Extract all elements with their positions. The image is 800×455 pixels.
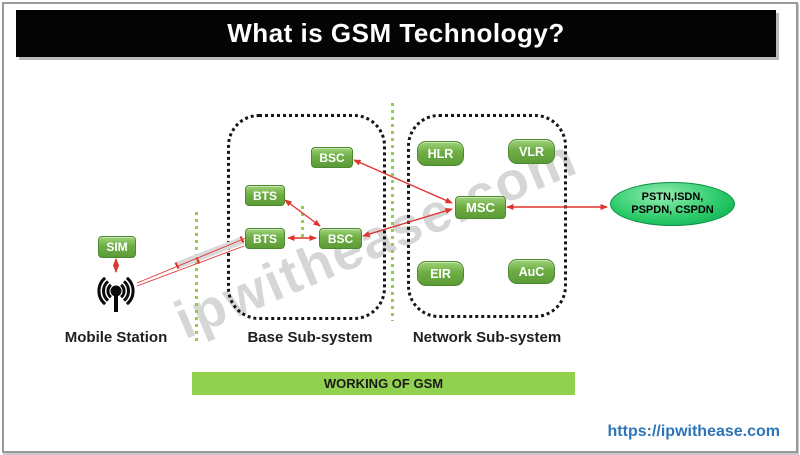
node-msc: MSC [455, 196, 506, 219]
separator-base-network [391, 103, 394, 321]
separator-mobile-base [195, 212, 198, 345]
node-bsc-top: BSC [311, 147, 353, 168]
external-network-line1: PSTN,ISDN, [641, 191, 704, 203]
site-url-link[interactable]: https://ipwithease.com [607, 423, 780, 440]
node-bts-lower: BTS [245, 228, 285, 249]
page-title: What is GSM Technology? [227, 18, 565, 48]
radio-beam-tick-1 [174, 262, 180, 269]
node-vlr: VLR [508, 139, 555, 164]
node-bsc-lower: BSC [319, 228, 362, 249]
external-network-line2: PSPDN, CSPDN [631, 204, 714, 216]
title-bar: What is GSM Technology? [16, 10, 776, 57]
node-auc: AuC [508, 259, 555, 284]
caption-mobile-station: Mobile Station [64, 329, 168, 346]
antenna-icon [97, 276, 135, 312]
working-of-gsm-banner: WORKING OF GSM [192, 372, 575, 395]
caption-base-subsystem: Base Sub-system [247, 329, 373, 346]
node-hlr: HLR [417, 141, 464, 166]
separator-bts-bsc [301, 206, 304, 240]
node-sim: SIM [98, 236, 136, 258]
caption-network-subsystem: Network Sub-system [412, 329, 562, 346]
node-eir: EIR [417, 261, 464, 286]
external-network-ellipse: PSTN,ISDN, PSPDN, CSPDN [610, 182, 735, 226]
node-bts-upper: BTS [245, 185, 285, 206]
base-subsystem-boundary [227, 114, 386, 320]
